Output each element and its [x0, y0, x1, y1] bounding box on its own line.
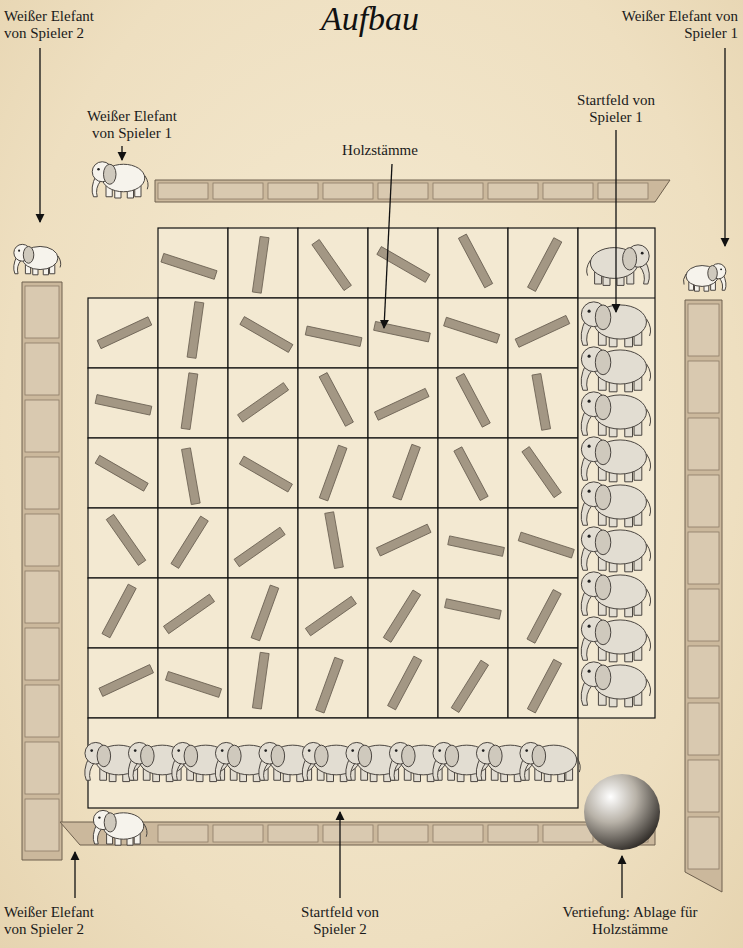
- log: [458, 234, 492, 288]
- elephant-figure: [92, 162, 148, 198]
- leader-line: [621, 856, 622, 898]
- leader-line: [615, 130, 616, 312]
- log: [454, 447, 488, 501]
- elephant-figure: [581, 347, 650, 392]
- top-bar: [155, 180, 670, 202]
- log: [445, 599, 502, 619]
- log: [319, 373, 353, 427]
- logs: [95, 234, 574, 713]
- left-bar: [22, 282, 62, 860]
- elephant-figure: [581, 572, 650, 617]
- elephants: [14, 162, 726, 845]
- callout-label: Weißer Elefant von Spieler 1: [620, 8, 738, 42]
- log: [234, 527, 285, 566]
- log: [181, 373, 198, 430]
- log: [252, 236, 269, 293]
- log: [518, 532, 574, 558]
- leader-line: [724, 48, 725, 246]
- log: [376, 524, 431, 556]
- page-title: Aufbau: [270, 0, 470, 38]
- callout-label: Weißer Elefant von Spieler 2: [4, 904, 116, 938]
- leader-line: [384, 164, 392, 328]
- bottom-bar: [60, 822, 655, 845]
- elephant-figure: [581, 617, 650, 662]
- log: [448, 536, 505, 556]
- log: [187, 302, 204, 359]
- start-field: [88, 718, 578, 808]
- log: [95, 455, 148, 491]
- log: [527, 659, 561, 713]
- log: [166, 672, 222, 698]
- log: [325, 512, 344, 569]
- board-grid: [88, 228, 655, 808]
- leader-line: [121, 146, 122, 160]
- callout-label: Weißer Elefant von Spieler 2: [4, 8, 116, 42]
- log: [305, 596, 356, 635]
- leader-line: [74, 852, 75, 898]
- log: [388, 656, 422, 710]
- callout-label: Weißer Elefant von Spieler 1: [76, 108, 188, 142]
- log: [444, 317, 500, 343]
- log: [171, 516, 208, 568]
- log: [456, 373, 490, 427]
- elephant-figure: [520, 742, 580, 781]
- callout-label: Holzstämme: [330, 142, 430, 159]
- frame-bars: [22, 180, 722, 892]
- log: [532, 374, 551, 431]
- log: [312, 239, 351, 290]
- right-bar: [685, 300, 722, 892]
- log: [95, 395, 152, 415]
- log: [240, 317, 293, 353]
- elephant-figure: [581, 527, 650, 572]
- log: [163, 594, 214, 633]
- log: [527, 590, 561, 644]
- log: [239, 456, 292, 492]
- log: [161, 253, 217, 279]
- log: [377, 247, 430, 283]
- elephant-figure: [581, 437, 650, 482]
- log: [238, 383, 289, 422]
- log: [528, 238, 562, 292]
- log: [319, 445, 347, 501]
- leader-line: [339, 812, 340, 898]
- log: [374, 388, 429, 420]
- leader-line: [39, 48, 40, 222]
- elephant-figure: [581, 392, 650, 437]
- elephant-figure: [14, 244, 61, 274]
- log: [252, 652, 269, 709]
- log: [515, 315, 570, 347]
- bar-cells: [25, 183, 719, 869]
- elephant-figure: [587, 245, 650, 286]
- log: [251, 585, 279, 641]
- log: [451, 660, 488, 712]
- log: [316, 657, 344, 713]
- log: [305, 326, 362, 346]
- log: [99, 665, 154, 697]
- elephant-figure: [581, 482, 650, 527]
- elephant-figure: [93, 810, 147, 845]
- log-tray-hollow: [584, 774, 660, 850]
- callout-label: Vertiefung: Ablage für Holzstämme: [530, 904, 730, 938]
- log: [97, 317, 152, 349]
- callout-label: Startfeld von Spieler 1: [566, 92, 666, 126]
- log: [374, 321, 431, 341]
- elephant-figure: [581, 662, 650, 707]
- log: [106, 514, 145, 565]
- log: [182, 448, 201, 505]
- log: [383, 590, 420, 642]
- elephant-figure: [683, 264, 726, 292]
- callout-label: Startfeld von Spieler 2: [290, 904, 390, 938]
- log: [393, 444, 421, 500]
- log: [522, 447, 561, 498]
- log: [102, 584, 136, 638]
